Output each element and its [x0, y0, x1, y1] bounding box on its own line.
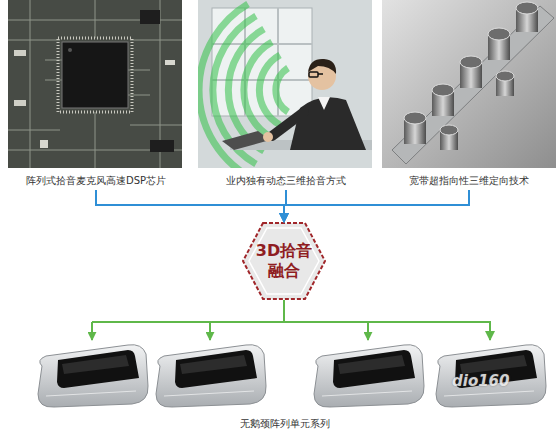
device-row	[38, 345, 546, 407]
branch-wires	[367, 322, 369, 340]
watermark: dio160	[452, 372, 510, 390]
flow-connector	[284, 300, 490, 340]
mic-bar-photo	[392, 6, 554, 164]
sound-waves	[276, 68, 288, 112]
pcb-photo	[8, 0, 182, 168]
office-photo	[290, 97, 366, 150]
branch-wires	[92, 322, 490, 340]
pcb-photo	[68, 48, 72, 52]
pcb-photo	[8, 0, 182, 168]
mic-cylinders	[460, 56, 482, 68]
node-text: 无鹅颈阵列单元系列	[240, 417, 330, 433]
node-text: 业内独有动态三维拾音方式	[226, 174, 346, 190]
pcb-photo	[8, 0, 182, 168]
pcb-photo	[58, 38, 132, 112]
fusion-hexagon: 3D拾音 融合	[242, 222, 326, 300]
office-photo	[318, 97, 330, 110]
office-photo	[318, 73, 323, 75]
office-photo	[272, 112, 304, 136]
office-photo	[222, 131, 270, 150]
flow-connector	[284, 190, 286, 222]
pcb-photo	[14, 100, 26, 106]
array-device	[314, 345, 424, 407]
mic-cylinders	[432, 84, 454, 96]
array-device	[436, 345, 546, 407]
node-text: 阵列式拾音麦克风高速DSP芯片	[26, 174, 166, 190]
mic-cylinders	[404, 112, 426, 124]
image-node: 阵列式拾音麦克风高速DSP芯片	[8, 0, 184, 190]
node-text: 宽带超指向性三维定向技术	[409, 174, 529, 190]
array-device	[38, 345, 148, 407]
mic-bar-photo	[382, 0, 556, 168]
branch-wires	[92, 321, 490, 323]
branch-wires	[209, 322, 211, 340]
pcb-photo	[40, 140, 48, 148]
mic-cylinders	[496, 71, 514, 81]
array-device	[156, 345, 266, 407]
office-photo	[309, 72, 318, 77]
mic-cylinders	[440, 125, 458, 135]
image-node: 宽带超指向性三维定向技术	[382, 0, 556, 190]
flow-connector	[284, 190, 469, 222]
mic-cylinders	[516, 2, 538, 14]
pcb-photo	[165, 60, 175, 65]
hexagon-inner	[249, 228, 319, 294]
pcb-photo	[140, 10, 160, 24]
office-photo	[263, 132, 273, 142]
pcb-photo	[62, 42, 128, 108]
mic-cylinders	[488, 28, 510, 40]
pcb-photo	[14, 50, 26, 56]
flow-connector	[96, 190, 284, 222]
mic-bar-photo	[382, 0, 556, 168]
hexagon-shape	[243, 223, 325, 299]
branch-wires	[91, 322, 93, 340]
sound-waves	[244, 42, 272, 138]
office-photo	[198, 0, 372, 168]
mic-cylinders	[404, 2, 538, 150]
sound-waves	[259, 55, 280, 125]
image-node: 业内独有动态三维拾音方式	[198, 0, 374, 190]
node-text: 3D拾音 融合	[255, 241, 313, 281]
pcb-photo	[150, 140, 174, 152]
